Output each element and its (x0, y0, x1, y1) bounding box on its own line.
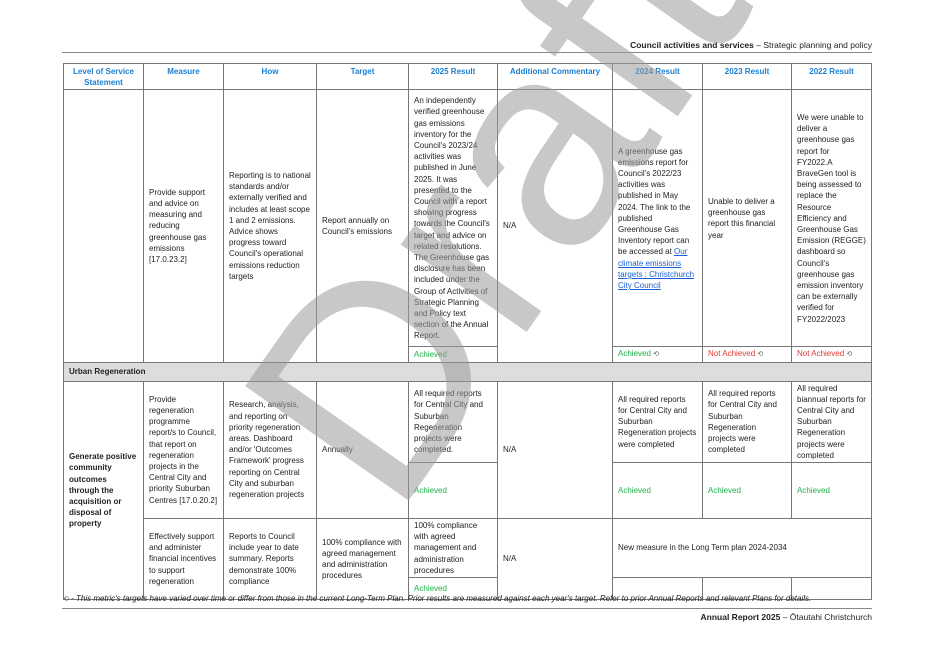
status-2025: Achieved (408, 346, 498, 363)
status-2025: Achieved (408, 462, 498, 520)
status-2022 (791, 577, 872, 601)
header-section: Council activities and services (630, 40, 754, 50)
result-2022-cell: All required biannual reports for Centra… (791, 380, 872, 464)
footnote-text: - This metric's targets have varied over… (68, 594, 812, 603)
footer-divider (62, 608, 872, 609)
table-row: Provide support and advice on measuring … (63, 89, 872, 363)
status-2024: Achieved (612, 462, 703, 520)
section-heading: Urban Regeneration (63, 361, 872, 382)
col-header: 2022 Result (791, 62, 872, 91)
statement-cell (63, 89, 144, 363)
measure-cell: Provide regeneration programme report/s … (143, 380, 224, 520)
status-2022: Achieved (791, 462, 872, 520)
result-2023-cell: All required reports for Central City an… (702, 380, 792, 464)
how-cell: Research, analysis, and reporting on pri… (223, 380, 317, 520)
page-footer: Annual Report 2025 – Ōtautahi Christchur… (700, 612, 872, 622)
col-header: 2025 Result (408, 62, 498, 91)
commentary-cell: N/A (497, 89, 613, 363)
header-divider (62, 52, 872, 53)
varied-target-icon: ⟲ (757, 351, 764, 359)
how-cell: Reports to Council include year to date … (223, 518, 317, 601)
table-row: Effectively support and administer finan… (64, 518, 872, 601)
measure-cell: Provide support and advice on measuring … (143, 89, 224, 363)
target-cell: 100% compliance with agreed management a… (316, 518, 409, 601)
commentary-cell: N/A (497, 518, 613, 601)
varied-target-icon: ⟲ (653, 351, 660, 359)
result-text: A greenhouse gas emissions report for Co… (618, 146, 691, 257)
status-row: Achieved Achieved ⟲ Not Achieved ⟲ Not A… (64, 346, 872, 363)
status-2023: Not Achieved ⟲ (702, 346, 792, 363)
varied-target-icon: ⟲ (846, 351, 853, 359)
status-text: Not Achieved (797, 349, 845, 359)
result-2025-cell: All required reports for Central City an… (408, 380, 498, 464)
table-header-row: Level of Service Statement Measure How T… (63, 62, 872, 91)
target-cell: Annually (316, 380, 409, 520)
result-2025-cell: An independently verified greenhouse gas… (408, 89, 498, 348)
result-2024-cell: A greenhouse gas emissions report for Co… (612, 89, 703, 348)
table-row: Generate positive community outcomes thr… (63, 380, 872, 601)
varied-target-icon: ⟲ (63, 596, 69, 603)
col-header: Measure (143, 62, 224, 91)
prior-results-cell: New measure in the Long Term plan 2024-2… (612, 518, 872, 579)
result-2023-cell: Unable to deliver a greenhouse gas repor… (702, 89, 792, 348)
status-row: Achieved Achieved Achieved Achieved (64, 462, 872, 520)
col-header: Target (316, 62, 409, 91)
col-header: How (223, 62, 317, 91)
status-2024: Achieved ⟲ (612, 346, 703, 363)
footer-title: Annual Report 2025 (700, 612, 781, 622)
footer-place: Ōtautahi Christchurch (789, 612, 872, 622)
target-cell: Report annually on Council's emissions (316, 89, 409, 363)
footnote: ⟲ - This metric's targets have varied ov… (63, 594, 811, 603)
status-text: Achieved (618, 349, 651, 359)
how-cell: Reporting is to national standards and/o… (223, 89, 317, 363)
status-2025: Achieved (408, 577, 498, 601)
climate-targets-link[interactable]: Our climate emissions targets : Christch… (618, 247, 695, 291)
col-header: Level of Service Statement (63, 62, 144, 91)
header-subsection: Strategic planning and policy (763, 40, 872, 50)
statement-cell: Generate positive community outcomes thr… (63, 380, 144, 601)
status-2023: Achieved (702, 462, 792, 520)
result-2025-cell: 100% compliance with agreed management a… (408, 518, 498, 579)
col-header: 2023 Result (702, 62, 792, 91)
page-header: Council activities and services – Strate… (630, 40, 872, 50)
status-row: Achieved (64, 577, 872, 601)
result-2022-cell: We were unable to deliver a greenhouse g… (791, 89, 872, 348)
service-table: Level of Service Statement Measure How T… (63, 62, 872, 601)
col-header: 2024 Result (612, 62, 703, 91)
col-header: Additional Commentary (497, 62, 613, 91)
status-2022: Not Achieved ⟲ (791, 346, 872, 363)
result-2024-cell: All required reports for Central City an… (612, 380, 703, 464)
measure-cell: Effectively support and administer finan… (143, 518, 224, 601)
status-text: Not Achieved (708, 349, 756, 359)
commentary-cell: N/A (497, 380, 613, 520)
